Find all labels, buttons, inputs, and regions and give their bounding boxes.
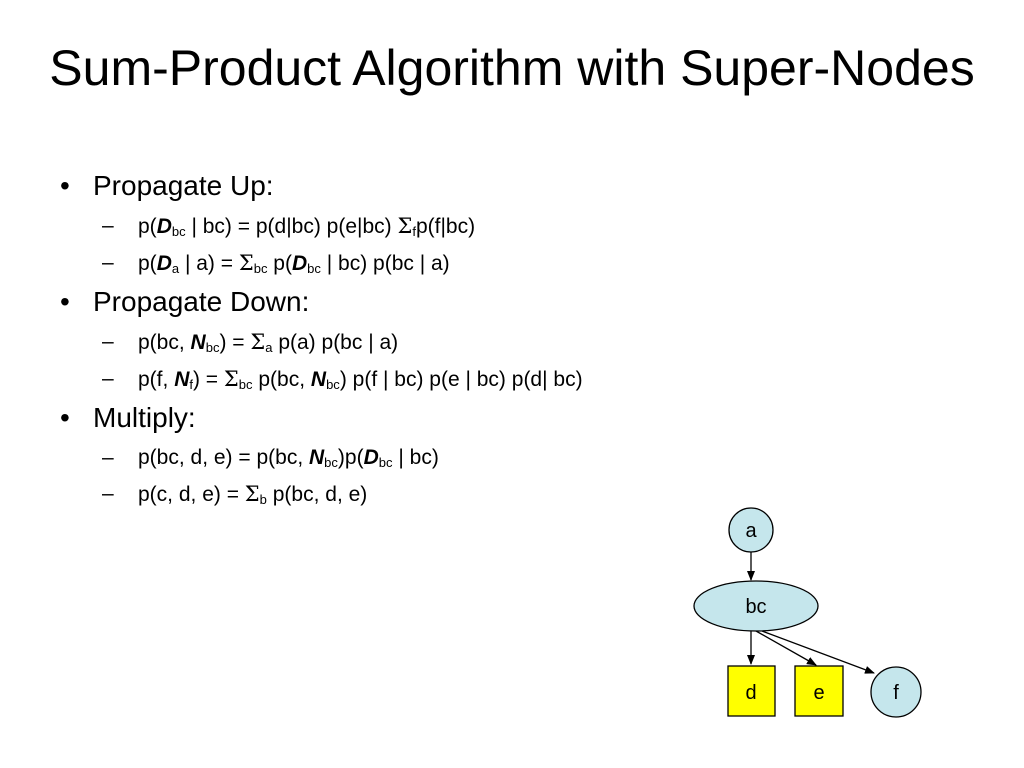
formula-segment: D: [156, 252, 172, 275]
formula-segment: )p(: [337, 446, 364, 469]
formula-segment: D: [291, 252, 308, 275]
formula-segment: p(: [267, 252, 292, 275]
bullet-dot: •: [60, 286, 70, 317]
formula-segment: bc: [171, 224, 186, 240]
bullet-heading: Multiply:: [93, 402, 196, 433]
slide-title: Sum-Product Algorithm with Super-Nodes: [49, 40, 975, 96]
slide-body: •Propagate Up:–p(Dbc | bc) = p(d|bc) p(e…: [60, 168, 800, 509]
dash-marker: –: [102, 446, 114, 469]
node-bc-label: bc: [745, 596, 766, 618]
bullet-heading: Propagate Up:: [93, 170, 274, 201]
dash-marker: –: [102, 330, 114, 353]
formula-line: –p(Da | a) = Σbc p(Dbc | bc) p(bc | a): [60, 249, 800, 278]
dash-marker: –: [102, 482, 114, 505]
formula-segment: p(c, d, e) =: [138, 483, 245, 506]
bullet-dot: •: [60, 170, 70, 201]
edge-bc-e: [755, 630, 817, 666]
formula-segment: Σ: [250, 330, 266, 354]
formula-segment: ) p(f | bc) p(e | bc) p(d| bc): [339, 368, 583, 391]
formula-segment: Σ: [244, 482, 260, 506]
node-f: f: [870, 666, 922, 718]
node-d-label: d: [745, 682, 756, 704]
formula-segment: Σ: [397, 214, 413, 238]
formula-segment: bc: [326, 377, 340, 393]
formula-segment: a: [171, 261, 180, 277]
formula-segment: p(bc, d, e): [266, 483, 368, 506]
node-e: e: [794, 665, 844, 717]
formula-segment: bc: [205, 340, 220, 356]
dash-marker: –: [102, 214, 114, 237]
formula-segment: ) =: [192, 368, 224, 391]
dash-marker: –: [102, 251, 114, 274]
node-e-label: e: [813, 682, 824, 704]
formula-segment: bc: [253, 261, 268, 277]
node-bc: bc: [693, 580, 819, 632]
formula-segment: bc: [378, 455, 393, 471]
node-f-label: f: [893, 682, 899, 704]
formula-segment: f: [412, 224, 416, 240]
formula-line: – p(c, d, e) = Σb p(bc, d, e): [60, 480, 800, 509]
formula-segment: Σ: [223, 367, 239, 391]
formula-segment: D: [156, 215, 172, 238]
bullet-item: • Propagate Down:: [60, 284, 800, 320]
formula-segment: N: [190, 331, 206, 354]
formula-segment: p(bc, d, e) = p(bc,: [138, 446, 309, 469]
formula-segment: | bc) = p(d|bc) p(e|bc): [185, 215, 398, 238]
formula-segment: bc: [324, 455, 338, 471]
node-a: a: [728, 507, 774, 553]
bullet-heading: Propagate Down:: [93, 286, 310, 317]
formula-segment: | a) =: [179, 252, 239, 275]
formula-segment: | bc): [392, 446, 439, 469]
node-a-label: a: [745, 520, 757, 542]
dash-marker: –: [102, 367, 114, 390]
node-d: d: [727, 665, 776, 717]
formula-segment: p(: [138, 252, 157, 275]
bullet-item: • Propagate Up:: [60, 168, 800, 204]
formula-line: –p(bc, d, e) = p(bc, Nbc)p(Dbc | bc): [60, 444, 800, 472]
formula-segment: | bc) p(bc | a): [320, 252, 450, 275]
formula-segment: D: [363, 446, 379, 469]
formula-line: – p(Dbc | bc) = p(d|bc) p(e|bc) Σfp(f|bc): [60, 212, 800, 241]
formula-line: – p(bc, Nbc) = Σa p(a) p(bc | a): [60, 328, 800, 357]
formula-line: –p(f, Nf) = Σbc p(bc, Nbc) p(f | bc) p(e…: [60, 365, 800, 394]
formula-segment: p(f|bc): [415, 215, 476, 238]
formula-segment: bc: [307, 261, 321, 277]
formula-segment: Σ: [238, 251, 254, 275]
bullet-item: • Multiply:: [60, 400, 800, 436]
edge-bc-f: [761, 630, 875, 674]
formula-segment: p(bc,: [252, 368, 311, 391]
formula-segment: bc: [238, 377, 253, 393]
formula-segment: N: [310, 368, 327, 391]
formula-segment: p(: [138, 215, 157, 238]
bullet-dot: •: [60, 402, 70, 433]
formula-segment: p(f,: [138, 368, 175, 391]
formula-segment: p(bc,: [138, 331, 191, 354]
formula-segment: f: [189, 377, 193, 393]
formula-segment: p(a) p(bc | a): [272, 331, 399, 354]
formula-segment: b: [259, 492, 267, 508]
formula-segment: N: [309, 446, 325, 469]
formula-segment: ) =: [219, 331, 251, 354]
formula-segment: N: [174, 368, 190, 391]
formula-segment: a: [265, 340, 273, 356]
